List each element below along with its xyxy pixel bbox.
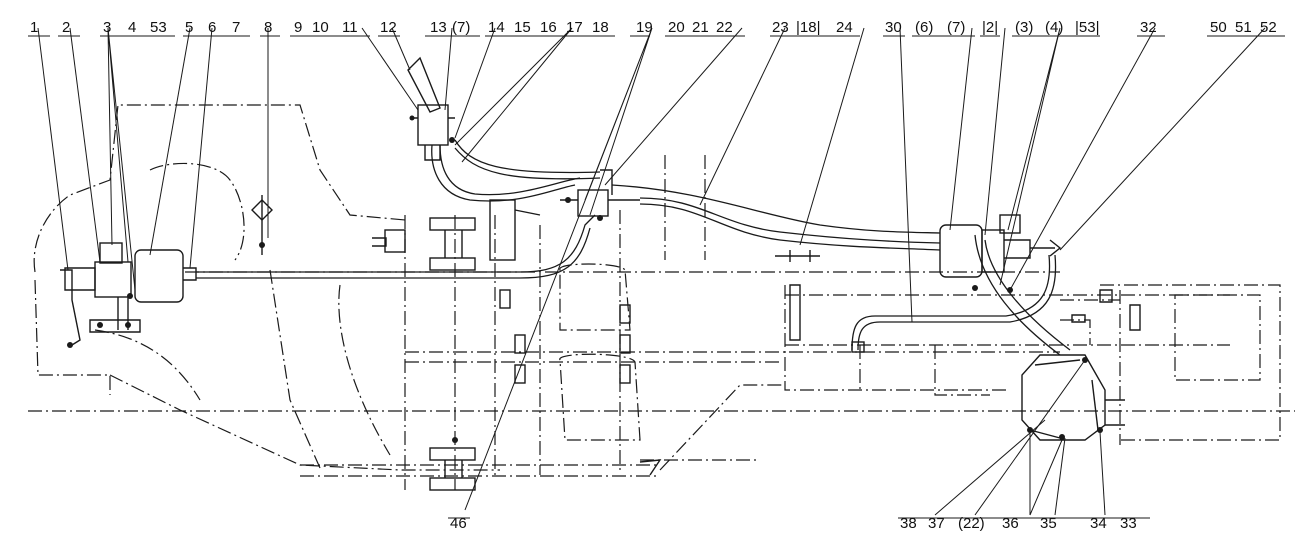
callout-12: 12 bbox=[380, 19, 397, 36]
callout-16: 16 bbox=[540, 19, 557, 36]
callout-19: 19 bbox=[636, 19, 653, 36]
callout-9: 9 bbox=[294, 19, 302, 36]
callout-36: 36 bbox=[1002, 515, 1019, 532]
callout-53: 53 bbox=[150, 19, 167, 36]
air-pipelines bbox=[196, 139, 1071, 356]
callout-30: 30 bbox=[885, 19, 902, 36]
callout-ref-53: |53| bbox=[1075, 19, 1099, 36]
callout-35: 35 bbox=[1040, 515, 1057, 532]
wheel-brake-drum bbox=[1021, 354, 1125, 441]
callout-32: 32 bbox=[1140, 19, 1157, 36]
callout-ref-3: (3) bbox=[1015, 19, 1033, 36]
callout-22: 22 bbox=[716, 19, 733, 36]
callout-50: 50 bbox=[1210, 19, 1227, 36]
callout-14: 14 bbox=[488, 19, 505, 36]
callout-4: 4 bbox=[128, 19, 136, 36]
relay-valve bbox=[560, 169, 640, 221]
leader-lines bbox=[37, 27, 1266, 516]
callout-23: 23 bbox=[772, 19, 789, 36]
central-fittings bbox=[251, 195, 820, 491]
callout-34: 34 bbox=[1090, 515, 1107, 532]
callout-7: 7 bbox=[232, 19, 240, 36]
callout-18: 18 bbox=[592, 19, 609, 36]
callout-3: 3 bbox=[103, 19, 111, 36]
callout-labels-top: 1 2 3 4 53 5 6 7 8 9 10 11 12 13 (7) 14 … bbox=[30, 19, 1277, 36]
callout-33: 33 bbox=[1120, 515, 1137, 532]
callout-2: 2 bbox=[62, 19, 70, 36]
callout-51: 51 bbox=[1235, 19, 1252, 36]
callout-15: 15 bbox=[514, 19, 531, 36]
callout-ref-4: (4) bbox=[1045, 19, 1063, 36]
callout-ref-6: (6) bbox=[915, 19, 933, 36]
callout-13-ref-7: (7) bbox=[452, 19, 470, 36]
callout-8: 8 bbox=[264, 19, 272, 36]
callout-6: 6 bbox=[208, 19, 216, 36]
callout-5: 5 bbox=[185, 19, 193, 36]
callout-1: 1 bbox=[30, 19, 38, 36]
callout-labels-bottom: 46 38 37 (22) 36 35 34 33 bbox=[450, 515, 1137, 532]
callout-38: 38 bbox=[900, 515, 917, 532]
callout-46: 46 bbox=[450, 515, 467, 532]
chassis-frame bbox=[28, 104, 1295, 490]
callout-10: 10 bbox=[312, 19, 329, 36]
callout-ref-22: (22) bbox=[958, 515, 985, 532]
front-brake-assembly bbox=[60, 242, 197, 348]
callout-17: 17 bbox=[566, 19, 583, 36]
callout-13: 13 bbox=[430, 19, 447, 36]
callout-ref-2: |2| bbox=[982, 19, 998, 36]
callout-ref-7: (7) bbox=[947, 19, 965, 36]
callout-37: 37 bbox=[928, 515, 945, 532]
callout-11: 11 bbox=[342, 19, 358, 36]
callout-20: 20 bbox=[668, 19, 685, 36]
callout-52: 52 bbox=[1260, 19, 1277, 36]
callout-ref-18: |18| bbox=[796, 19, 820, 36]
callout-21: 21 bbox=[692, 19, 709, 36]
callout-24: 24 bbox=[836, 19, 853, 36]
label-underlines bbox=[28, 35, 1285, 519]
rear-brake-chamber bbox=[939, 214, 1062, 293]
